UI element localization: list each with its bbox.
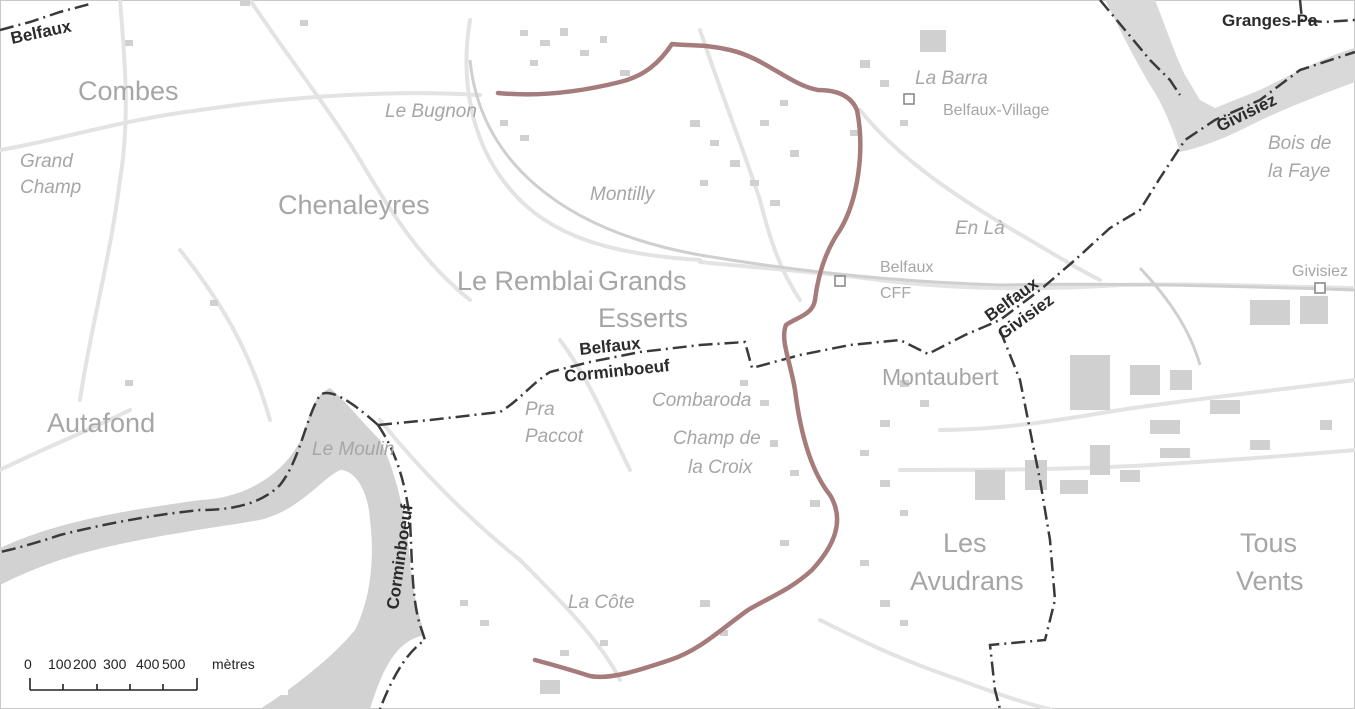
station-icon-belfaux-village	[903, 93, 915, 105]
label-vents: Vents	[1236, 566, 1304, 596]
label-grand: Grand	[20, 151, 74, 172]
label-la-croix: la Croix	[688, 457, 754, 478]
route-line[interactable]	[495, 41, 863, 680]
label-montaubert: Montaubert	[882, 364, 999, 390]
label-champ: Champ	[20, 177, 81, 198]
scale-tick-400: 400	[136, 656, 160, 672]
scale-tick-500: 500	[162, 656, 186, 672]
label-champ-de: Champ de	[673, 428, 761, 449]
border-west	[0, 391, 379, 554]
label-belfaux-village: Belfaux-Village	[943, 102, 1050, 119]
border-corminboeuf-sw	[376, 424, 427, 709]
border-belfaux-corminboeuf	[377, 50, 1355, 427]
building-clusters	[125, 0, 1332, 694]
border-north-2	[1298, 0, 1355, 24]
label-le-bugnon: Le Bugnon	[385, 101, 477, 122]
scale-unit: mètres	[212, 656, 255, 672]
scale-bar: 0 100 200 300 400 500 mètres	[16, 645, 288, 695]
label-la-faye: la Faye	[1268, 161, 1330, 182]
border-nw	[0, 2, 91, 32]
label-la-cote: La Côte	[568, 592, 635, 613]
label-combaroda: Combaroda	[652, 390, 751, 411]
station-symbols	[834, 93, 1326, 294]
label-paccot: Paccot	[525, 426, 584, 447]
label-belfaux-station: Belfaux	[880, 259, 933, 276]
label-esserts: Esserts	[598, 303, 688, 333]
station-icon-givisiez	[1314, 282, 1326, 294]
label-pra: Pra	[525, 399, 555, 420]
scale-ruler	[29, 678, 198, 691]
border-east	[988, 329, 1057, 709]
border-north	[1099, 0, 1182, 96]
railway	[468, 59, 1355, 366]
label-cff: CFF	[880, 285, 911, 302]
label-bois-de: Bois de	[1268, 133, 1331, 154]
scale-tick-100: 100	[48, 656, 72, 672]
label-le-moulin: Le Moulin	[312, 439, 394, 460]
commune-granges-pa: Granges-Pa	[1222, 11, 1318, 30]
label-tous: Tous	[1240, 528, 1297, 558]
scale-tick-300: 300	[103, 656, 127, 672]
neighbour-area-ne	[1105, 0, 1355, 152]
station-icon-belfaux-cff	[834, 275, 846, 287]
label-les: Les	[943, 528, 987, 558]
label-grands: Grands	[598, 266, 687, 296]
neighbour-area-west	[0, 388, 425, 709]
label-en-la: En Là	[955, 218, 1005, 239]
label-autafond: Autafond	[47, 408, 155, 438]
label-montilly: Montilly	[590, 184, 656, 205]
label-combes: Combes	[78, 76, 179, 106]
scale-tick-0: 0	[24, 656, 32, 672]
scale-tick-200: 200	[73, 656, 97, 672]
label-avudrans: Avudrans	[910, 566, 1024, 596]
label-givisiez-station: Givisiez	[1292, 263, 1348, 280]
label-le-remblai: Le Remblai	[457, 266, 594, 296]
label-chenaleyres: Chenaleyres	[278, 190, 430, 220]
label-la-barra: La Barra	[915, 68, 988, 89]
